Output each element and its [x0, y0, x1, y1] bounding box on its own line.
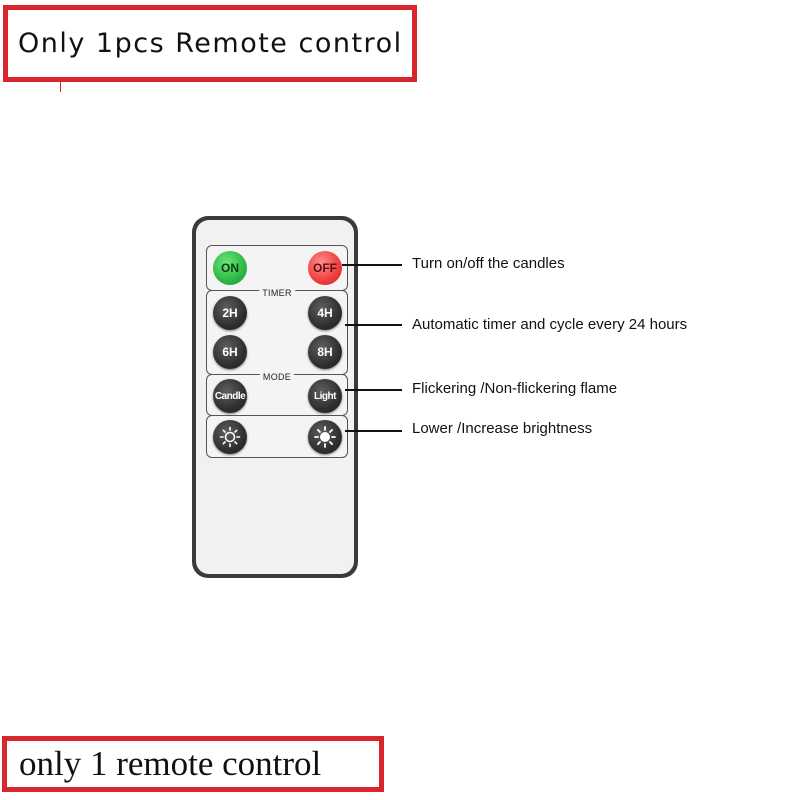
remote-control: ON OFF TIMER 2H 4H 6H 8H MODE Candle Lig…	[192, 216, 358, 578]
timer-panel: TIMER 2H 4H 6H 8H	[206, 288, 348, 375]
callout-line-power	[342, 264, 402, 266]
callout-mode: Flickering /Non-flickering flame	[412, 380, 618, 397]
timer-2h-button[interactable]: 2H	[213, 296, 247, 330]
bottom-banner: only 1 remote control	[2, 736, 384, 792]
timer-label: TIMER	[259, 288, 295, 298]
banner-tick-mark	[60, 82, 61, 92]
mode-label: MODE	[259, 372, 295, 382]
timer-4h-button[interactable]: 4H	[308, 296, 342, 330]
power-panel: ON OFF	[206, 245, 348, 291]
callout-line-brightness	[345, 430, 402, 432]
timer-8h-button[interactable]: 8H	[308, 335, 342, 369]
top-banner: Only 1pcs Remote control	[3, 5, 417, 82]
timer-6h-button[interactable]: 6H	[213, 335, 247, 369]
brightness-panel	[206, 415, 348, 458]
top-banner-text: Only 1pcs Remote control	[18, 28, 403, 59]
mode-panel: MODE Candle Light	[206, 372, 348, 416]
off-button[interactable]: OFF	[308, 251, 342, 285]
sun-filled-icon	[314, 426, 336, 448]
remote-face: ON OFF TIMER 2H 4H 6H 8H MODE Candle Lig…	[196, 220, 354, 574]
sun-outline-icon	[219, 426, 241, 448]
candle-mode-button[interactable]: Candle	[213, 379, 247, 413]
callout-timer: Automatic timer and cycle every 24 hours	[412, 316, 688, 333]
bottom-banner-text: only 1 remote control	[19, 744, 322, 783]
callout-line-timer	[345, 324, 402, 326]
callout-line-mode	[345, 389, 402, 391]
increase-brightness-button[interactable]	[308, 420, 342, 454]
light-mode-button[interactable]: Light	[308, 379, 342, 413]
on-button[interactable]: ON	[213, 251, 247, 285]
callout-brightness: Lower /Increase brightness	[412, 420, 593, 437]
lower-brightness-button[interactable]	[213, 420, 247, 454]
callout-power: Turn on/off the candles	[412, 255, 565, 272]
